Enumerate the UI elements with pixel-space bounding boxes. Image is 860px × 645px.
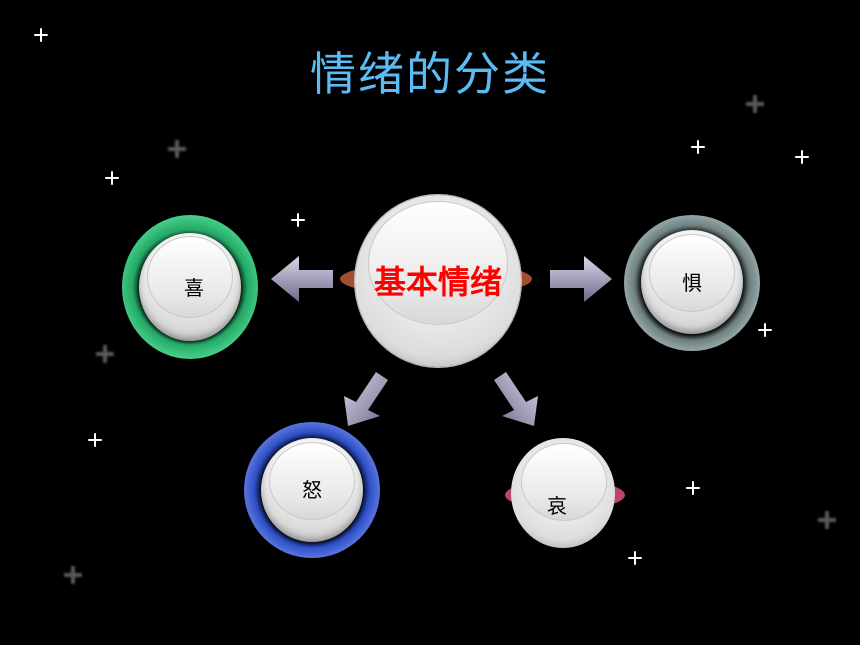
- star-icon: [88, 433, 102, 447]
- star-icon: [758, 323, 772, 337]
- star-icon: [691, 140, 705, 154]
- star-icon: [686, 481, 700, 495]
- emotion-label-joy: 喜: [184, 276, 204, 300]
- star-icon: [746, 95, 764, 113]
- arrow-right-icon: [550, 256, 612, 302]
- arrow-down-left-icon: [344, 372, 388, 426]
- emotion-label-anger: 怒: [302, 478, 322, 502]
- star-icon: [818, 511, 836, 529]
- star-icon: [628, 551, 642, 565]
- center-node: 基本情绪: [355, 195, 521, 367]
- emotion-gloss-fear: [649, 234, 735, 312]
- star-icon: [64, 566, 82, 584]
- arrow-down-right-icon: [494, 372, 538, 426]
- emotion-gloss-joy: [147, 236, 233, 318]
- star-icon: [291, 213, 305, 227]
- center-node-label: 基本情绪: [373, 263, 502, 301]
- star-icon: [105, 171, 119, 185]
- emotion-node-joy: 喜: [122, 215, 258, 359]
- emotion-label-sorrow: 哀: [547, 494, 567, 518]
- page-title: 情绪的分类: [310, 47, 550, 101]
- emotion-gloss-sorrow: [521, 443, 607, 521]
- emotion-node-anger: 怒: [244, 422, 380, 558]
- center-node-gloss: [368, 201, 508, 325]
- star-icon: [34, 28, 48, 42]
- emotion-node-sorrow: 哀: [511, 438, 615, 548]
- emotion-node-fear: 惧: [624, 215, 760, 351]
- star-icon: [168, 140, 186, 158]
- star-icon: [795, 150, 809, 164]
- emotion-gloss-anger: [269, 442, 355, 520]
- star-icon: [96, 345, 114, 363]
- emotion-label-fear: 惧: [682, 271, 702, 295]
- arrow-left-icon: [271, 256, 333, 302]
